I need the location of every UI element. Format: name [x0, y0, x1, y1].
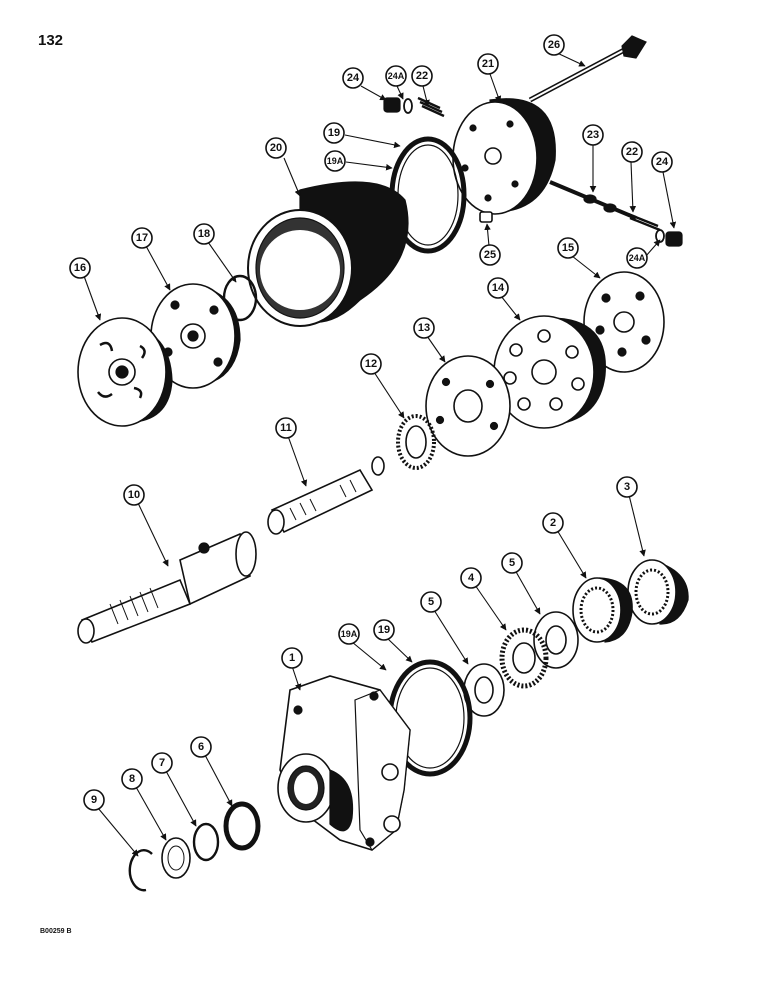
svg-text:7: 7 — [159, 757, 165, 769]
part-25-nut — [479, 211, 493, 223]
callout-19A-top: 19A — [324, 150, 346, 172]
part-4-thrust-bearing — [499, 627, 549, 689]
callout-22-right: 22 — [621, 141, 643, 163]
callout-21: 21 — [477, 53, 499, 75]
svg-text:1: 1 — [289, 652, 295, 664]
part-15-port-plate — [583, 271, 665, 373]
part-11-drive-shaft — [267, 456, 385, 535]
part-7-o-ring — [192, 822, 220, 862]
figure-code: B00259 B — [40, 928, 72, 935]
callout-23: 23 — [582, 124, 604, 146]
svg-text:11: 11 — [280, 422, 292, 434]
svg-text:6: 6 — [198, 741, 204, 753]
svg-text:24A: 24A — [388, 71, 405, 81]
part-20-ring-housing — [247, 181, 409, 327]
callout-25: 25 — [479, 244, 501, 266]
part-2-needle-bearing — [572, 577, 633, 643]
callout-5-right: 5 — [501, 552, 523, 574]
part-21-end-cap — [452, 98, 556, 215]
callout-24-top: 24 — [342, 67, 364, 89]
svg-text:9: 9 — [91, 794, 97, 806]
part-23-spool-assembly — [549, 180, 683, 247]
callout-18: 18 — [193, 223, 215, 245]
part-26-bolt — [528, 35, 647, 103]
svg-text:20: 20 — [270, 142, 282, 154]
part-16-manifold-plate — [77, 317, 173, 427]
part-9-snap-ring — [128, 849, 153, 892]
svg-text:14: 14 — [492, 282, 505, 294]
part-8-washer — [161, 837, 191, 879]
part-17-wear-plate — [150, 283, 241, 389]
svg-text:13: 13 — [418, 322, 430, 334]
part-13-thrust-plate — [425, 355, 511, 457]
callout-11: 11 — [275, 417, 297, 439]
svg-text:17: 17 — [136, 232, 148, 244]
svg-text:19: 19 — [328, 127, 340, 139]
svg-text:25: 25 — [484, 249, 496, 261]
part-5-thrust-washer-left — [463, 663, 505, 717]
callout-17: 17 — [131, 227, 153, 249]
svg-text:19A: 19A — [341, 629, 358, 639]
svg-text:8: 8 — [129, 773, 135, 785]
callout-1: 1 — [281, 647, 303, 669]
callout-24-right: 24 — [651, 151, 673, 173]
svg-text:15: 15 — [562, 242, 574, 254]
callout-19-bottom: 19 — [373, 619, 395, 641]
callout-19-top: 19 — [323, 122, 345, 144]
callout-13: 13 — [413, 317, 435, 339]
callout-26: 26 — [543, 34, 565, 56]
callout-7: 7 — [151, 752, 173, 774]
svg-text:24A: 24A — [629, 253, 646, 263]
svg-text:12: 12 — [365, 358, 377, 370]
callout-19A-bottom: 19A — [338, 623, 360, 645]
callout-16: 16 — [69, 257, 91, 279]
callout-10: 10 — [123, 484, 145, 506]
part-5-thrust-washer-right — [533, 611, 579, 669]
svg-text:18: 18 — [198, 228, 210, 240]
part-1-motor-housing — [277, 675, 411, 851]
callout-12: 12 — [360, 353, 382, 375]
svg-text:5: 5 — [428, 596, 434, 608]
callout-5-left: 5 — [420, 591, 442, 613]
svg-text:16: 16 — [74, 262, 86, 274]
svg-text:5: 5 — [509, 557, 515, 569]
part-6-seal — [223, 801, 261, 851]
part-24-plug-top — [383, 96, 445, 118]
svg-text:10: 10 — [128, 489, 140, 501]
callout-2: 2 — [542, 512, 564, 534]
callout-20: 20 — [265, 137, 287, 159]
svg-text:19: 19 — [378, 624, 390, 636]
svg-text:24: 24 — [347, 72, 360, 84]
part-3-needle-bearing — [627, 559, 689, 625]
svg-text:22: 22 — [416, 70, 428, 82]
svg-text:24: 24 — [656, 156, 669, 168]
part-10-output-shaft — [77, 531, 257, 644]
callout-8: 8 — [121, 768, 143, 790]
svg-text:4: 4 — [468, 572, 475, 584]
callout-3: 3 — [616, 476, 638, 498]
svg-text:3: 3 — [624, 481, 630, 493]
callout-14: 14 — [487, 277, 509, 299]
leader-lines — [83, 51, 677, 857]
callout-4: 4 — [460, 567, 482, 589]
svg-text:23: 23 — [587, 129, 599, 141]
svg-text:26: 26 — [548, 39, 560, 51]
svg-text:22: 22 — [626, 146, 638, 158]
callout-6: 6 — [190, 736, 212, 758]
callout-15: 15 — [557, 237, 579, 259]
part-14-cylinder-block — [493, 315, 606, 429]
callout-22-top: 22 — [411, 65, 433, 87]
page-number: 132 — [38, 32, 64, 49]
callout-24A-right: 24A — [626, 247, 648, 269]
svg-text:19A: 19A — [327, 156, 344, 166]
svg-text:21: 21 — [482, 58, 494, 70]
part-12-thrust-bearing — [396, 414, 436, 470]
callout-24A-top: 24A — [385, 65, 407, 87]
callout-9: 9 — [83, 789, 105, 811]
svg-text:2: 2 — [550, 517, 556, 529]
